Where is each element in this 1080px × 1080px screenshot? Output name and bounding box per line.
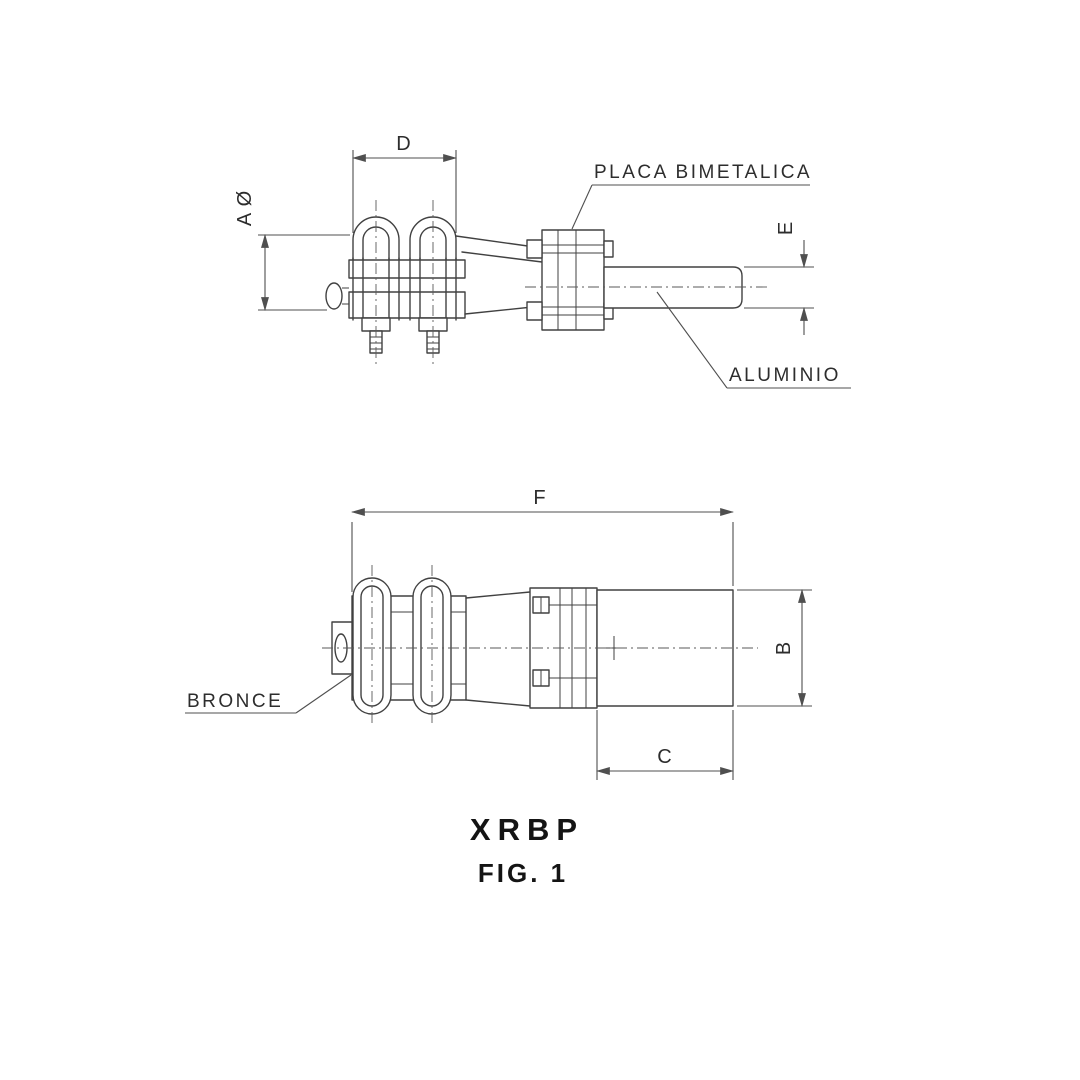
callout-placa-bimetalica: PLACA BIMETALICA <box>571 162 812 230</box>
hook-eye <box>325 282 343 310</box>
dimension-f: F <box>350 487 735 592</box>
dimension-d-label: D <box>396 133 411 155</box>
clamp-body-plan <box>331 577 467 715</box>
dimension-c-label: C <box>657 746 672 768</box>
bolt-head-bottom <box>526 301 543 321</box>
dimension-b-label: B <box>773 641 795 655</box>
bronce-label: BRONCE <box>187 691 283 712</box>
u-bolt-arches <box>352 216 457 261</box>
bolt-head-top <box>526 239 543 259</box>
dimension-d: D <box>351 133 458 233</box>
aluminio-label: ALUMINIO <box>729 365 841 386</box>
top-view-drawing: D A Ø E PLACA BIMETALICA ALUMINIO <box>234 133 851 389</box>
centerlines-top-view <box>375 200 768 368</box>
dimension-e-label: E <box>775 221 797 235</box>
centerlines-bottom-view <box>322 565 758 726</box>
dimension-a: A Ø <box>234 190 350 312</box>
placa-bimetalica-label: PLACA BIMETALICA <box>594 162 812 183</box>
fastener-nuts <box>361 317 448 354</box>
u-bolt-legs <box>352 257 457 321</box>
connection-tongue-plan <box>465 591 531 707</box>
bottom-view-drawing: F B C BRONCE <box>185 487 812 780</box>
clamp-body <box>325 259 466 319</box>
bimetal-plate-joint <box>526 229 614 331</box>
bolt-nut-top <box>603 240 614 258</box>
callout-bronce: BRONCE <box>185 674 352 714</box>
aluminum-terminal-bar <box>603 266 743 309</box>
dimension-e: E <box>744 221 814 335</box>
dimension-b: B <box>737 588 812 708</box>
figure-number: FIG. 1 <box>478 858 568 888</box>
dimension-a-label: A Ø <box>234 190 256 226</box>
dimension-f-label: F <box>533 487 546 509</box>
figure-captions: XRBP FIG. 1 <box>470 812 584 888</box>
model-name: XRBP <box>470 812 584 847</box>
dimension-c: C <box>595 710 735 780</box>
callout-aluminio: ALUMINIO <box>656 291 851 389</box>
